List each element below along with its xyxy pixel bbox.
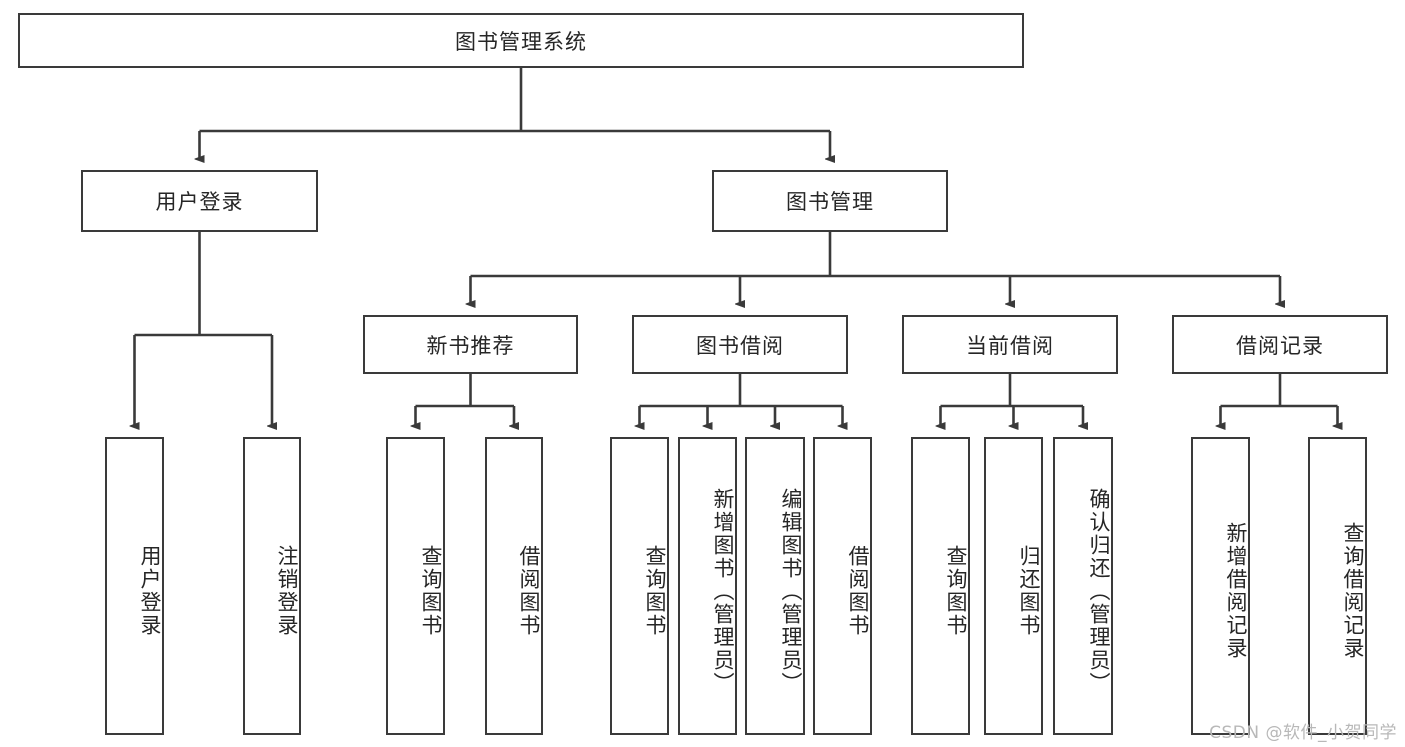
node-label: 图书管理 xyxy=(786,190,874,214)
node-label: 借阅图书 xyxy=(846,545,870,637)
node-label: 归还图书 xyxy=(1017,545,1041,637)
node-label: 确认归还（管理员） xyxy=(1087,487,1111,695)
node-label: 借阅记录 xyxy=(1236,333,1324,358)
node-book-manage: 图书管理 xyxy=(712,170,948,232)
node-label: 编辑图书（管理员） xyxy=(779,487,803,695)
node-label: 当前借阅 xyxy=(966,333,1054,358)
node-label: 查询图书 xyxy=(419,545,443,637)
node-leaf-query-book-bb: 查询图书 xyxy=(610,437,669,735)
node-leaf-add-record: 新增借阅记录 xyxy=(1191,437,1250,735)
node-label: 用户登录 xyxy=(138,545,162,637)
node-leaf-query-book-rec: 查询图书 xyxy=(386,437,445,735)
node-book-borrow: 图书借阅 xyxy=(632,315,848,374)
node-leaf-borrow-book-bb: 借阅图书 xyxy=(813,437,872,735)
node-leaf-add-book: 新增图书（管理员） xyxy=(678,437,737,735)
node-leaf-borrow-book-rec: 借阅图书 xyxy=(485,437,543,735)
node-label: 图书借阅 xyxy=(696,333,784,358)
csdn-watermark: CSDN @软件_小贺同学 xyxy=(1209,723,1397,743)
node-leaf-logout: 注销登录 xyxy=(243,437,301,735)
node-label: 查询图书 xyxy=(643,545,667,637)
node-new-book-recommend: 新书推荐 xyxy=(363,315,578,374)
node-borrow-record: 借阅记录 xyxy=(1172,315,1388,374)
node-leaf-user-login: 用户登录 xyxy=(105,437,164,735)
node-label: 注销登录 xyxy=(275,545,299,637)
node-leaf-edit-book: 编辑图书（管理员） xyxy=(745,437,805,735)
node-label: 新增图书（管理员） xyxy=(711,487,735,695)
node-label: 用户登录 xyxy=(155,190,244,214)
node-current-borrow: 当前借阅 xyxy=(902,315,1118,374)
node-label: 新增借阅记录 xyxy=(1224,522,1248,660)
node-user-login: 用户登录 xyxy=(81,170,318,232)
node-root: 图书管理系统 xyxy=(18,13,1024,68)
node-label: 借阅图书 xyxy=(517,545,541,637)
node-leaf-confirm-return: 确认归还（管理员） xyxy=(1053,437,1113,735)
node-label: 新书推荐 xyxy=(426,333,515,358)
node-label: 查询借阅记录 xyxy=(1341,522,1365,660)
node-leaf-return-book: 归还图书 xyxy=(984,437,1043,735)
node-label: 图书管理系统 xyxy=(455,29,587,54)
node-leaf-query-record: 查询借阅记录 xyxy=(1308,437,1367,735)
node-label: 查询图书 xyxy=(944,545,968,637)
node-leaf-query-book-cb: 查询图书 xyxy=(911,437,970,735)
